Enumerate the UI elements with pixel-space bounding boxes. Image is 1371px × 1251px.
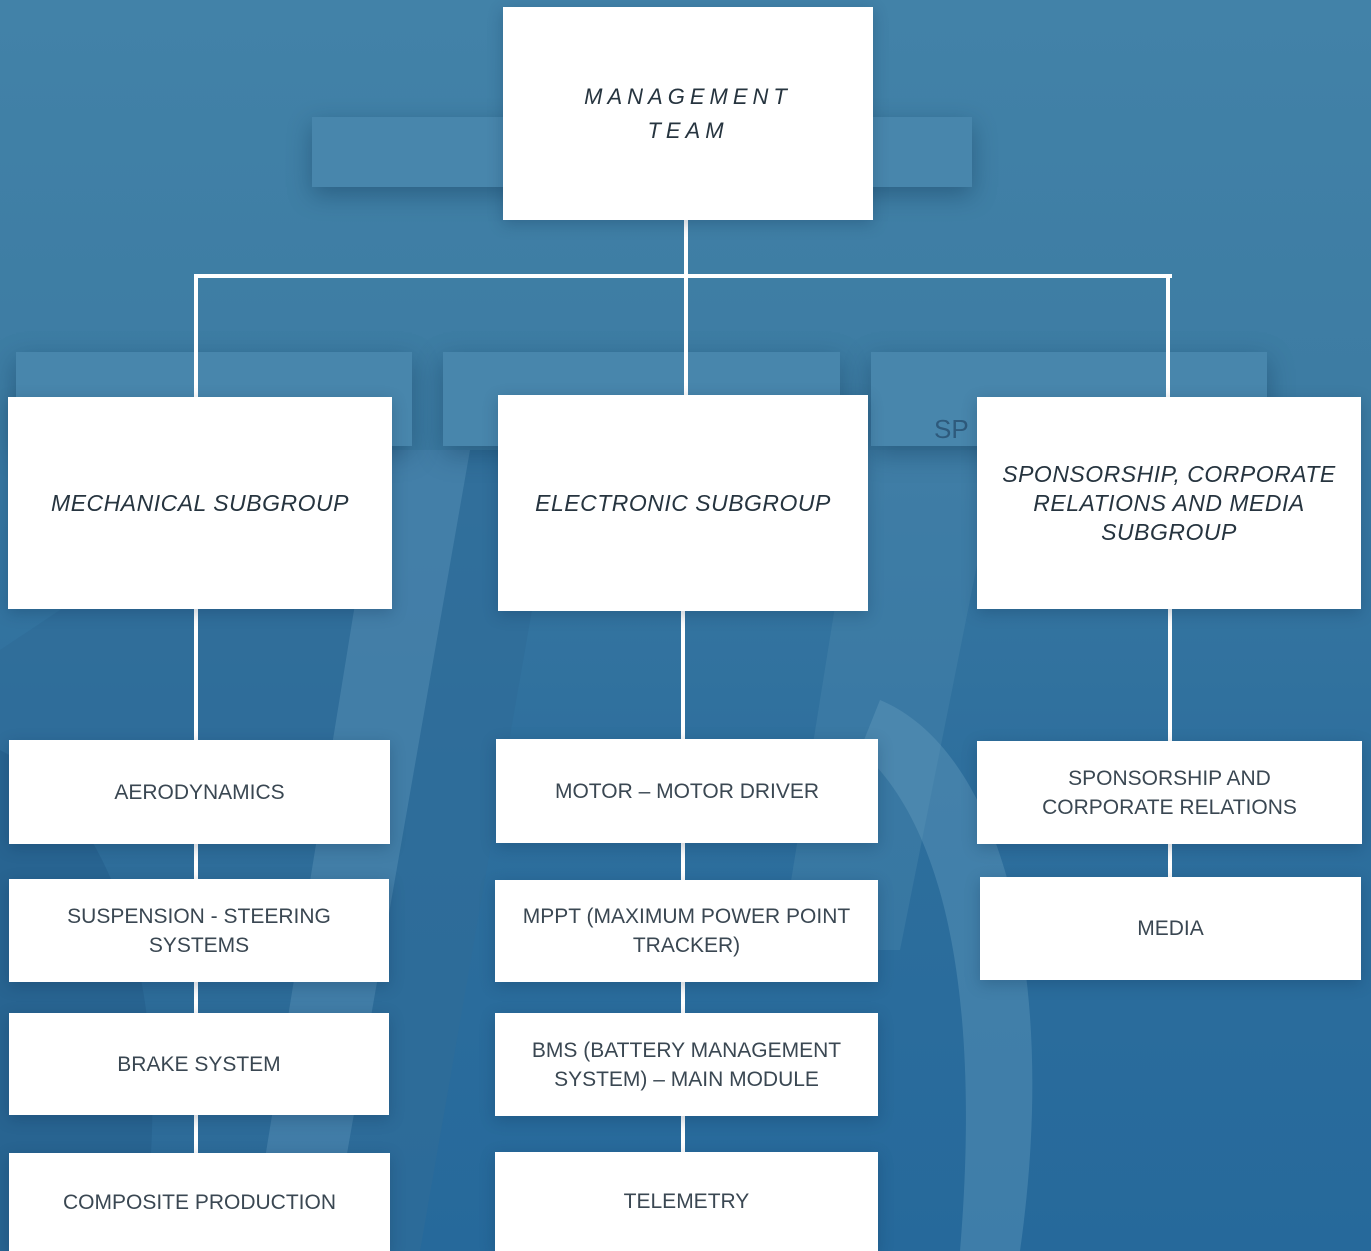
connector-line — [194, 274, 1172, 278]
sponsorship-item-box: SPONSORSHIP AND CORPORATE RELATIONS — [977, 741, 1362, 844]
electronic-item-box: MPPT (MAXIMUM POWER POINT TRACKER) — [495, 880, 878, 982]
connector-line — [684, 218, 688, 278]
ghost-text: SP — [934, 414, 969, 444]
item-label: MOTOR – MOTOR DRIVER — [554, 779, 820, 803]
electronic-item-box: MOTOR – MOTOR DRIVER — [496, 739, 878, 843]
item-label: TELEMETRY — [623, 1190, 750, 1213]
item-label: MEDIA — [1137, 917, 1204, 940]
connector-line — [1166, 274, 1170, 398]
management-team-box: MANAGEMENT TEAM — [503, 7, 873, 220]
electronic-subgroup-box: ELECTRONIC SUBGROUP — [498, 395, 868, 611]
subgroup-title: MECHANICAL SUBGROUP — [51, 489, 349, 516]
item-label: BMS (BATTERY MANAGEMENT SYSTEM) – MAIN M… — [531, 1038, 842, 1091]
item-label: COMPOSITE PRODUCTION — [62, 1190, 336, 1214]
sponsorship-subgroup-box: SPONSORSHIP, CORPORATE RELATIONS AND MED… — [977, 397, 1361, 609]
item-label: BRAKE SYSTEM — [117, 1052, 281, 1076]
item-label: SPONSORSHIP AND CORPORATE RELATIONS — [1042, 766, 1297, 819]
subgroup-title: ELECTRONIC SUBGROUP — [535, 489, 831, 516]
mechanical-item-box: BRAKE SYSTEM — [9, 1013, 389, 1115]
item-label: AERODYNAMICS — [114, 780, 285, 804]
item-label: MPPT (MAXIMUM POWER POINT TRACKER) — [522, 905, 851, 957]
electronic-item-box: TELEMETRY — [495, 1152, 878, 1251]
electronic-item-box: BMS (BATTERY MANAGEMENT SYSTEM) – MAIN M… — [495, 1013, 878, 1116]
item-label: SUSPENSION - STEERING SYSTEMS — [67, 904, 331, 957]
sponsorship-item-box: MEDIA — [980, 877, 1361, 980]
connector-line — [194, 274, 198, 398]
mechanical-item-box: COMPOSITE PRODUCTION — [9, 1153, 390, 1251]
subgroup-title: SPONSORSHIP, CORPORATE RELATIONS AND MED… — [1002, 460, 1336, 545]
connector-line — [684, 274, 688, 398]
mechanical-subgroup-box: MECHANICAL SUBGROUP — [8, 397, 392, 609]
mechanical-item-box: SUSPENSION - STEERING SYSTEMS — [9, 879, 389, 982]
mechanical-item-box: AERODYNAMICS — [9, 740, 390, 844]
